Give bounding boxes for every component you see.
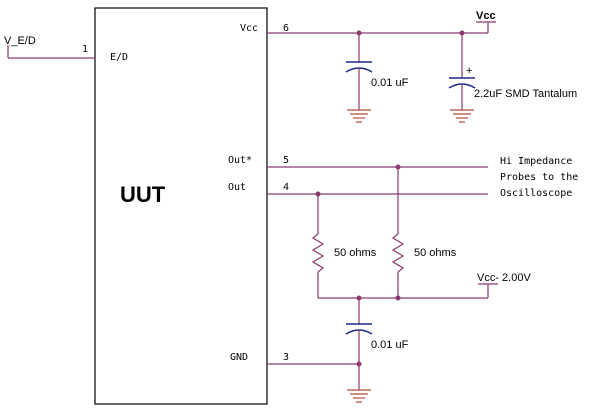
junction-dot xyxy=(356,361,362,367)
capacitor-vcc-decoupling: 0.01 uF xyxy=(345,33,409,123)
pin-gnd: GND 3 xyxy=(230,352,371,403)
termination-node: Vcc- 2.00V xyxy=(318,272,531,301)
uut-label: UUT xyxy=(120,182,166,207)
pin-label-ed: E/D xyxy=(110,52,128,63)
pin-number-3: 3 xyxy=(283,352,289,363)
note-line-3: Oscilloscope xyxy=(500,188,572,199)
polarity-plus: + xyxy=(466,65,472,77)
uut-package xyxy=(94,7,268,405)
resistor-outstar: 50 ohms xyxy=(391,167,457,298)
capacitor-tantalum: + 2.2uF SMD Tantalum xyxy=(448,33,577,123)
pin-label-outstar: Out* xyxy=(228,155,252,166)
pin-number-5: 5 xyxy=(283,155,289,166)
pin-number-6: 6 xyxy=(283,23,289,34)
pin-label-gnd: GND xyxy=(230,352,248,363)
note-line-1: Hi Impedance xyxy=(500,156,572,167)
pin-number-4: 4 xyxy=(283,182,289,193)
capacitor-value-label: 0.01 uF xyxy=(371,339,409,351)
resistor-value-label: 50 ohms xyxy=(414,247,457,259)
capacitor-value-label: 0.01 uF xyxy=(371,77,409,89)
capacitor-termination: 0.01 uF xyxy=(345,298,409,364)
note-line-2: Probes to the xyxy=(500,172,578,183)
pin-out: Out 4 xyxy=(228,182,488,197)
pin-vcc: Vcc Vcc 6 xyxy=(240,10,496,36)
pin-label-out: Out xyxy=(228,182,246,193)
resistor-out: 50 ohms xyxy=(311,194,377,298)
tantalum-value-label: 2.2uF SMD Tantalum xyxy=(474,88,577,100)
junction-dot xyxy=(395,295,401,301)
resistor-value-label: 50 ohms xyxy=(334,247,377,259)
net-label-vcc: Vcc xyxy=(476,10,496,22)
net-label-vcc-minus: Vcc- 2.00V xyxy=(477,272,531,284)
pin-label-vcc: Vcc xyxy=(240,23,258,34)
pin-number-1: 1 xyxy=(82,44,88,55)
probe-note: Hi Impedance Probes to the Oscilloscope xyxy=(500,156,578,199)
net-label-ved: V_E/D xyxy=(4,35,36,47)
pin-ed: V_E/D 1 E/D xyxy=(4,35,128,63)
